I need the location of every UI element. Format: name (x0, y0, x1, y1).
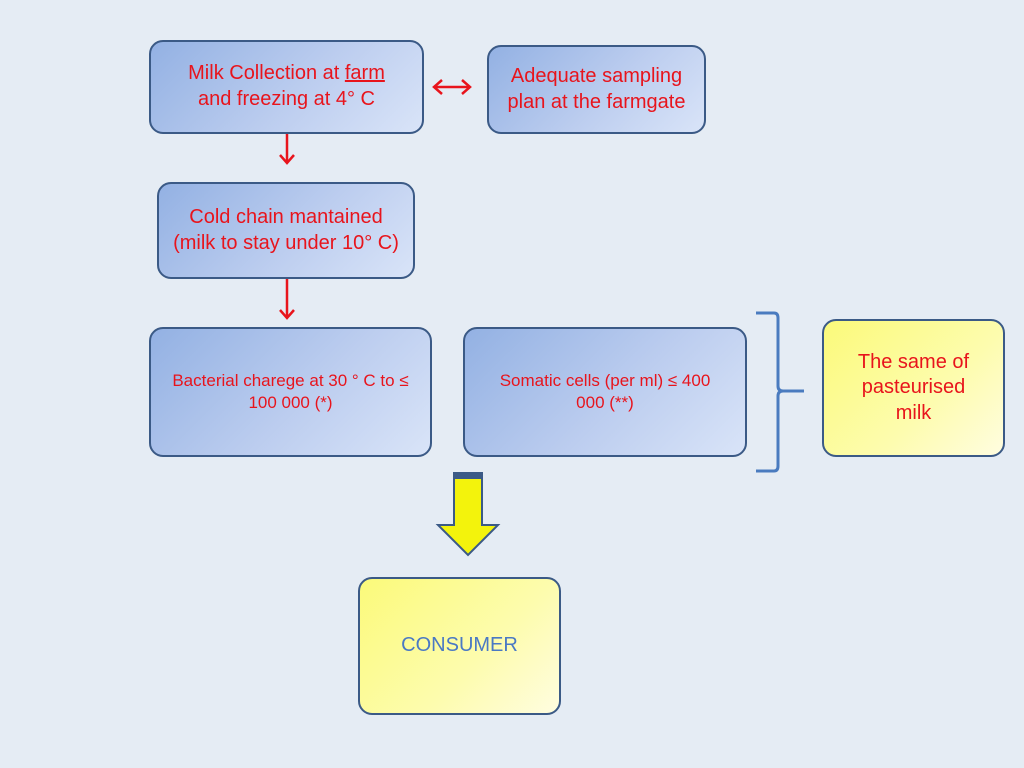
same-of-pasteurised-text: The same of pasteurised milk (857, 350, 970, 424)
milk-collection-line2: and freezing at 4° C (198, 88, 375, 110)
consumer-box: CONSUMER (358, 577, 561, 715)
milk-collection-box: Milk Collection at farm and freezing at … (149, 40, 424, 134)
double-headed-arrow-icon (432, 79, 472, 95)
block-down-arrow-icon (435, 472, 501, 557)
bacterial-charge-box: Bacterial charege at 30 ° C to ≤ 100 000… (149, 327, 432, 457)
consumer-text: CONSUMER (401, 634, 518, 657)
cold-chain-text: Cold chain mantained (milk to stay under… (173, 205, 399, 254)
milk-collection-line1: Milk Collection at (188, 62, 345, 85)
right-brace-icon (756, 311, 804, 473)
down-arrow-icon (279, 279, 295, 320)
somatic-cells-text: Somatic cells (per ml) ≤ 400 000 (**) (499, 371, 711, 412)
down-arrow-icon (279, 134, 295, 165)
same-of-pasteurised-box: The same of pasteurised milk (822, 319, 1005, 457)
sampling-plan-text: Adequate sampling plan at the farmgate (507, 64, 686, 113)
bacterial-charge-text: Bacterial charege at 30 ° C to ≤ 100 000… (172, 371, 409, 412)
sampling-plan-box: Adequate sampling plan at the farmgate (487, 45, 706, 134)
milk-collection-text: Milk Collection at farm and freezing at … (188, 61, 385, 112)
cold-chain-box: Cold chain mantained (milk to stay under… (157, 182, 415, 279)
somatic-cells-box: Somatic cells (per ml) ≤ 400 000 (**) (463, 327, 747, 457)
milk-collection-underlined-word: farm (344, 62, 385, 85)
